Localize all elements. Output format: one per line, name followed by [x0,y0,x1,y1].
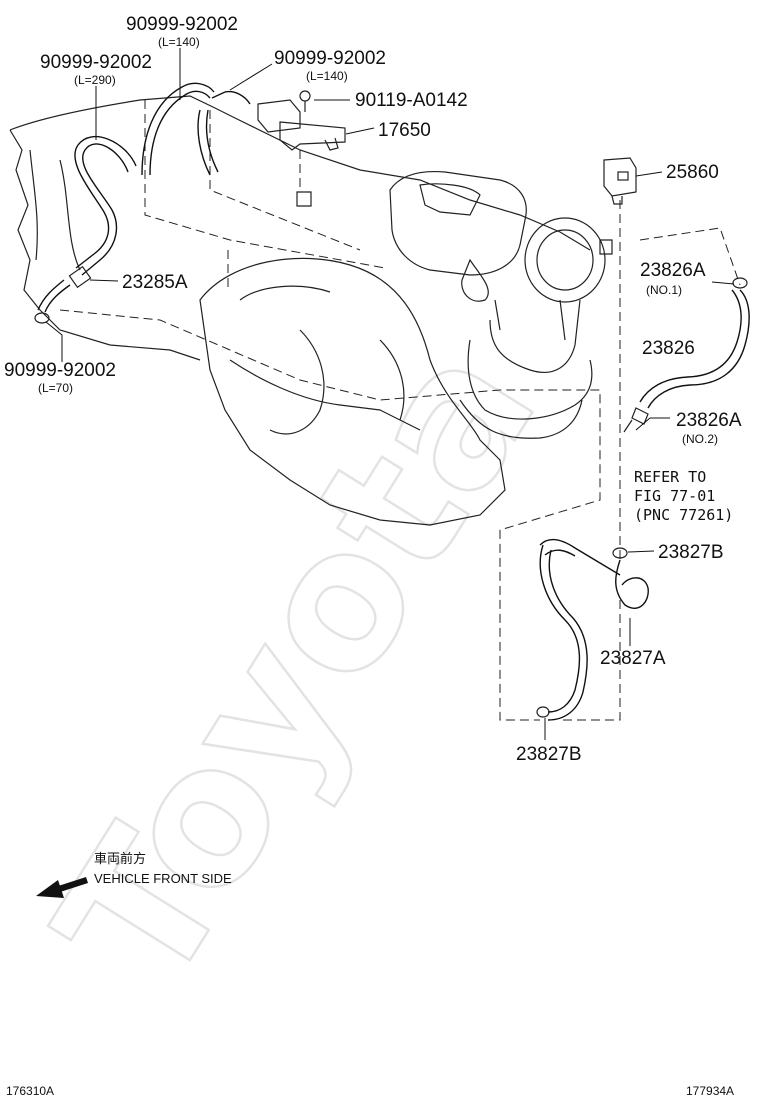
part-number: 23827B [658,542,724,563]
engine-illustration [9,95,613,526]
callout-hose-no1: 23826A (NO.1) [640,260,706,297]
part-number: 17650 [378,120,431,141]
part-number: 23285A [122,272,188,293]
front-label-japanese: 車両前方 [94,851,146,866]
part-number: 90999-92002 [126,14,238,35]
part-number: 23826A [676,410,742,431]
part-length: (L=290) [74,73,116,87]
part-number: 23826 [642,338,695,359]
hose-top-left [74,135,137,276]
leader-lines [45,48,735,740]
callout-clamp-lower: 23827B [516,744,582,765]
part-length: (L=70) [38,381,73,395]
phantom-lines [59,100,741,721]
part-length: (L=140) [158,35,200,49]
refer-line-1: REFER TO [634,468,706,486]
callout-hose-top-right: 90999-92002 (L=140) [274,48,386,83]
callout-hose-lower-left: 90999-92002 (L=70) [4,360,116,395]
callout-hose-no2: 23826A (NO.2) [676,410,742,446]
vsv-17650 [257,90,346,151]
callout-hose-top-center: 90999-92002 (L=140) [126,14,238,49]
refer-line-3: (PNC 77261) [634,506,733,524]
callout-hose-top-left: 90999-92002 (L=290) [40,52,152,87]
callout-clamp-upper: 23827B [658,542,724,563]
part-number: 25860 [666,162,719,183]
footer: 176310A 177934A [6,1084,734,1098]
hose-top-center [141,82,219,176]
callout-filter: 23285A [122,272,188,293]
watermark: Toyota [14,305,579,1025]
part-length: (L=140) [306,69,348,83]
part-number: 90119-A0142 [355,90,468,111]
hose-23827A [536,539,649,721]
part-number: 90999-92002 [4,360,116,381]
part-number: 23827B [516,744,582,765]
vsv-25860 [603,157,637,205]
part-number: 23827A [600,648,666,669]
hose-top-right [211,90,251,105]
svg-text:Toyota: Toyota [16,306,579,1024]
part-number: 23826A [640,260,706,281]
part-number: 90999-92002 [274,48,386,69]
callout-vsv-right: 25860 [666,162,719,183]
hose-23826 [623,277,750,433]
front-indicator: 車両前方 VEHICLE FRONT SIDE [36,851,232,898]
front-arrow-icon [36,877,88,898]
part-sub: (NO.2) [682,432,718,446]
callout-vsv-bracket: 17650 [378,120,431,141]
callout-hose-23827A: 23827A [600,648,666,669]
filter-23285A [34,265,92,324]
footer-right-code: 177934A [686,1084,734,1098]
callout-refer: REFER TO FIG 77-01 (PNC 77261) [634,468,733,524]
part-number: 90999-92002 [40,52,152,73]
callout-bolt: 90119-A0142 [355,90,468,111]
part-sub: (NO.1) [646,283,682,297]
front-label-english: VEHICLE FRONT SIDE [94,871,232,886]
footer-left-code: 176310A [6,1084,54,1098]
callout-hose-23826: 23826 [642,338,695,359]
refer-line-2: FIG 77-01 [634,487,715,505]
